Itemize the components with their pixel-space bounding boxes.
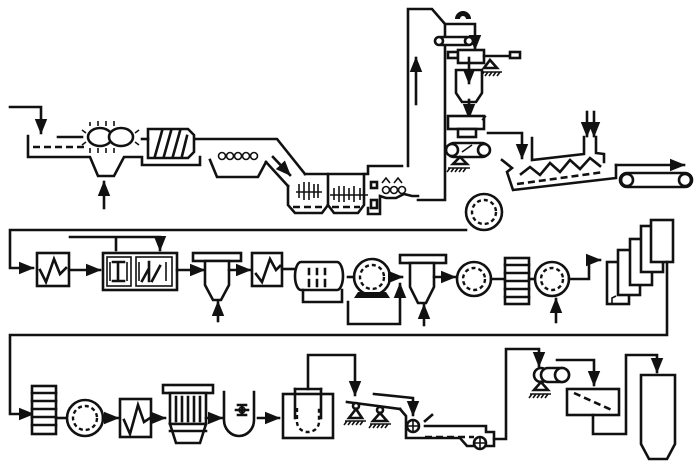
vibrating-screen-1 xyxy=(343,400,402,426)
washing-tank-with-drum-screen xyxy=(26,121,202,210)
pump-4 xyxy=(65,398,105,438)
cascade-evaporator xyxy=(8,218,675,421)
belt-conveyor-support xyxy=(444,131,529,173)
storage-silo xyxy=(639,373,677,461)
settling-tank-1 xyxy=(191,251,243,323)
heat-exchanger-2 xyxy=(250,251,284,288)
cooling-column xyxy=(161,383,215,445)
plate-filter-1 xyxy=(503,256,531,306)
stirred-vessel xyxy=(222,390,256,438)
bucket-elevator xyxy=(406,7,447,202)
press xyxy=(446,114,487,139)
belt-conveyor-bottom xyxy=(528,358,601,399)
rotary-drum-filter xyxy=(293,260,345,304)
jacketed-tank xyxy=(281,353,362,440)
belt-conveyor-top xyxy=(433,11,482,51)
weighing-scale xyxy=(446,48,522,77)
heat-exchanger-3 xyxy=(118,397,153,439)
roller-bed xyxy=(193,137,307,179)
hopper xyxy=(454,56,484,120)
roller-discharge xyxy=(366,176,420,216)
inclined-screen-box xyxy=(565,353,664,436)
twin-stirred-reactor xyxy=(68,237,179,292)
inclined-chute xyxy=(264,155,292,188)
feed-inlet xyxy=(8,105,48,135)
plate-filter-2 xyxy=(30,384,58,436)
heat-exchanger-1 xyxy=(35,251,71,288)
settling-tank-2 xyxy=(398,253,448,327)
stirred-tank-1 xyxy=(286,172,330,215)
outlet-belt-conveyor xyxy=(614,158,694,189)
stirred-tank-2 xyxy=(326,164,404,215)
vibrating-screen-2 xyxy=(368,392,420,429)
drum-pump xyxy=(8,192,504,275)
pump-2 xyxy=(455,260,493,298)
screw-mixer-trough xyxy=(500,110,618,192)
pump-1 xyxy=(346,257,407,326)
conveyor-trough xyxy=(398,347,546,451)
pump-3 xyxy=(533,253,602,324)
screw-conveyor xyxy=(140,127,196,160)
